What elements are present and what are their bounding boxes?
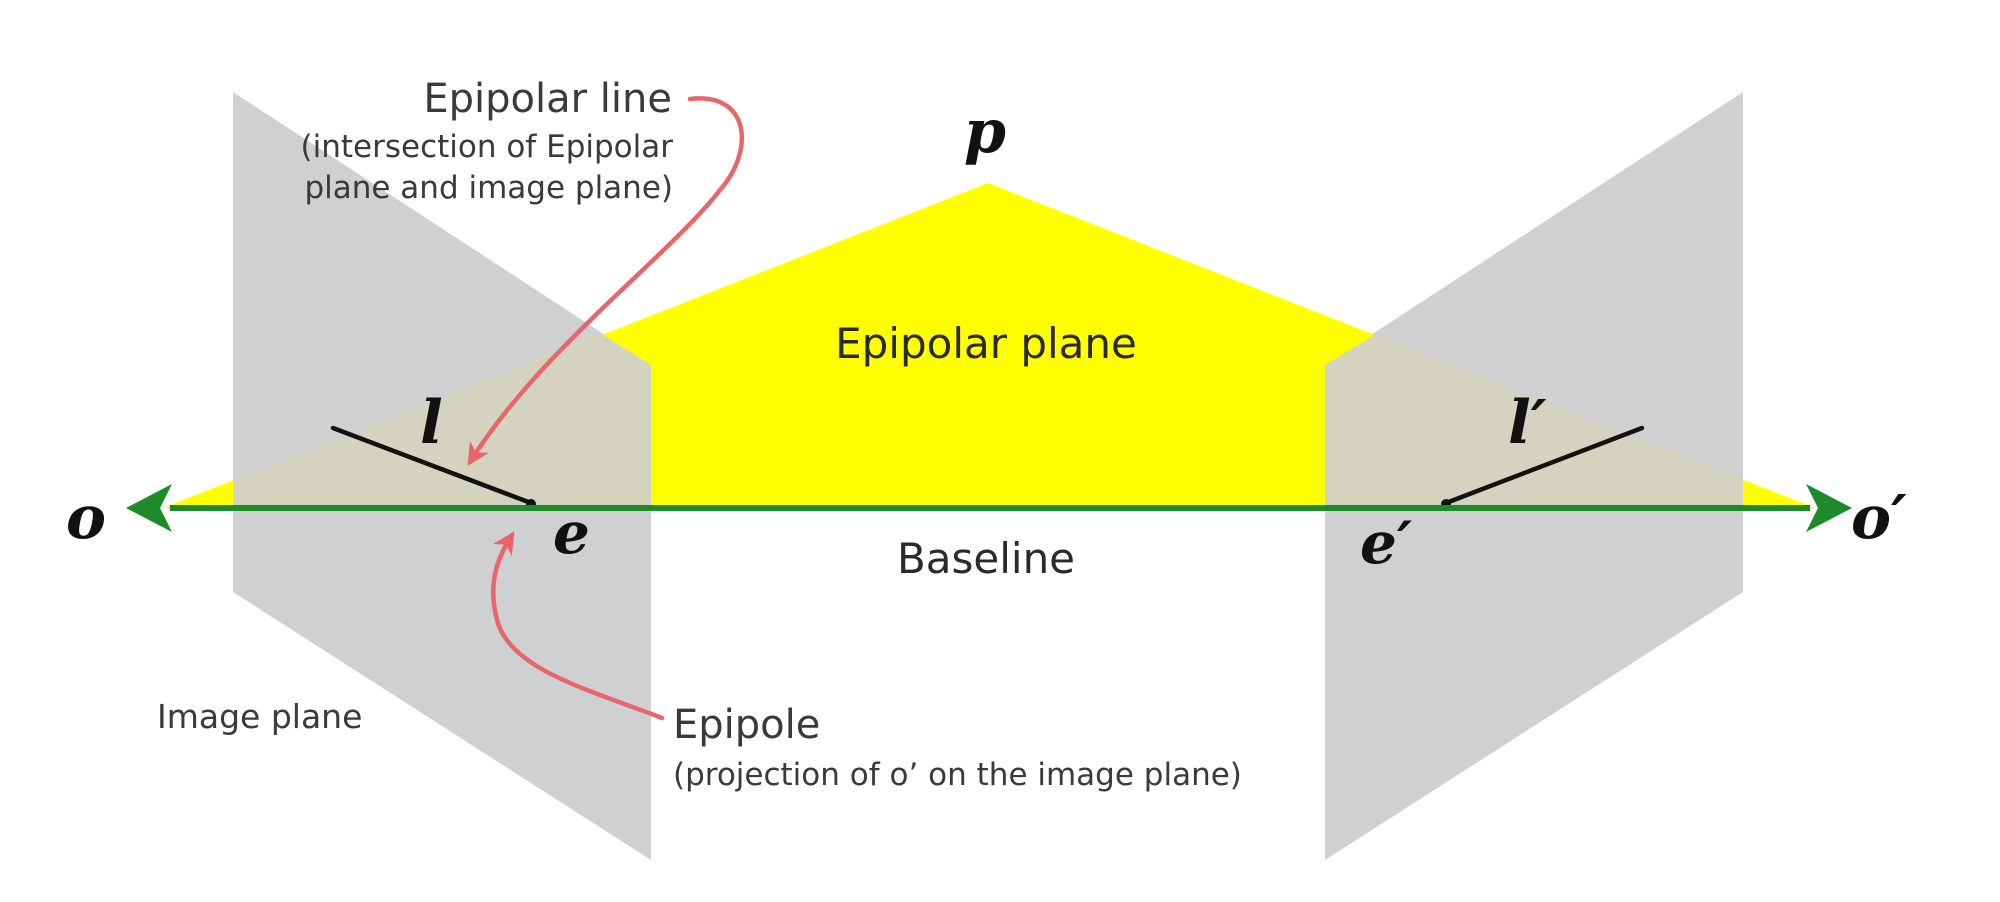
epipolar-line-annotation-arrow (467, 96, 745, 466)
epipolar-line-l (330, 425, 534, 506)
right-plane-overlap (1325, 334, 1743, 508)
epipole-annotation-arrow (490, 531, 665, 721)
epipolar-line-l-prime (1443, 425, 1645, 506)
epipolar-line-l-label: l (420, 388, 443, 458)
left-plane-overlap (233, 335, 651, 508)
epipolar-line-description-1: (intersection of Epipolar (301, 129, 674, 165)
image-plane-label: Image plane (157, 697, 362, 736)
camera-center-o-prime-label: o′ (1851, 483, 1907, 553)
epipole-e-label: e (553, 499, 590, 567)
epipole-title: Epipole (673, 702, 820, 748)
camera-center-o-label: o (66, 483, 106, 553)
epipolar-plane-label: Epipolar plane (835, 319, 1137, 368)
epipolar-line-l-prime-label: l′ (1508, 388, 1547, 458)
point-p-label: p (964, 97, 1006, 167)
epipole-description: (projection of o’ on the image plane) (673, 757, 1242, 793)
epipolar-line-title: Epipolar line (423, 76, 672, 122)
epipolar-line-description-2: plane and image plane) (304, 170, 673, 206)
baseline-arrowhead-left (126, 484, 172, 532)
baseline-arrowhead-right (1806, 484, 1852, 532)
baseline-label: Baseline (897, 534, 1075, 583)
epipole-e-prime-label: e′ (1360, 509, 1412, 577)
